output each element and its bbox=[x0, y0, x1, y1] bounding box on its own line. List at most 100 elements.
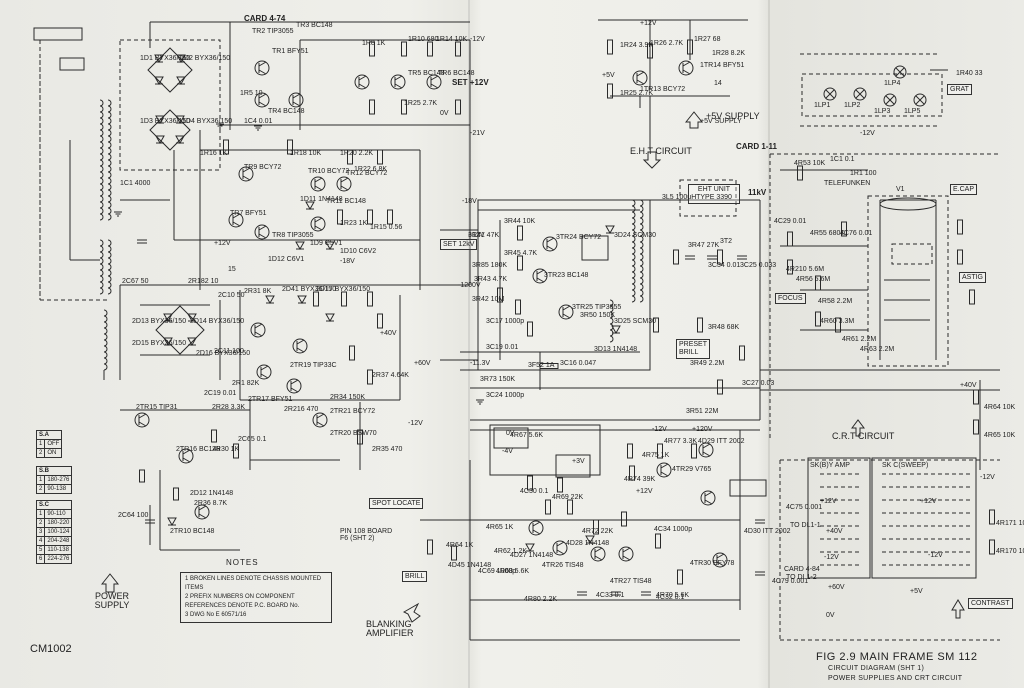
transistor-symbol bbox=[286, 378, 302, 394]
inductor-symbol bbox=[99, 111, 104, 119]
transistor-symbol bbox=[238, 166, 254, 182]
table-cell: 1 bbox=[35, 439, 46, 449]
transistor-symbol bbox=[354, 74, 370, 90]
component-label: TR12 BCY72 bbox=[346, 170, 388, 177]
diode-symbol bbox=[297, 295, 307, 305]
transistor-symbol bbox=[336, 176, 352, 192]
component-label: 3R47 27K bbox=[688, 242, 720, 249]
component-label: 2R31 8K bbox=[244, 288, 272, 295]
resistor-symbol bbox=[367, 209, 373, 225]
component-label: 1D10 C6V2 bbox=[340, 248, 377, 255]
component-label: 2TR15 TIP31 bbox=[136, 404, 178, 411]
page-fold bbox=[768, 0, 770, 688]
resistor-symbol bbox=[337, 209, 343, 225]
resistor-symbol bbox=[957, 249, 963, 265]
component-label: TO DL1-2 bbox=[786, 574, 817, 581]
resistor-symbol bbox=[497, 287, 503, 303]
wire bbox=[258, 233, 267, 239]
inductor-symbol bbox=[107, 111, 112, 119]
component-label: 2TR10 BC148 bbox=[170, 528, 215, 535]
diode-symbol bbox=[611, 325, 621, 335]
component-label: 4R210 5.6M bbox=[786, 266, 825, 273]
resistor-symbol bbox=[969, 289, 975, 305]
component-label: +12V bbox=[920, 498, 937, 505]
component-label: +3V bbox=[572, 458, 585, 465]
component-label: 3D13 1N4148 bbox=[594, 346, 638, 353]
inductor-symbol bbox=[99, 189, 104, 197]
wire bbox=[254, 331, 263, 337]
component-label: 2C11 100 bbox=[214, 348, 244, 355]
inductor-symbol bbox=[107, 189, 112, 197]
diode-symbol bbox=[167, 517, 177, 527]
component-label: 4R80 2.2K bbox=[524, 596, 558, 603]
resistor-symbol bbox=[367, 291, 373, 307]
inductor-symbol bbox=[99, 99, 104, 107]
component-label: +40V bbox=[380, 330, 397, 337]
eht-circuit-label: E.H.T CIRCUIT bbox=[630, 146, 692, 156]
inductor-symbol bbox=[99, 269, 104, 277]
inductor-symbol bbox=[107, 263, 112, 271]
resistor-symbol bbox=[427, 539, 433, 555]
component-label: 1R26 2.7K bbox=[650, 40, 684, 47]
component-label: 1D3 BYX36/150 bbox=[140, 118, 191, 125]
component-label: 2C10 50 bbox=[218, 292, 245, 299]
resistor-symbol bbox=[841, 221, 847, 237]
inductor-symbol bbox=[99, 105, 104, 113]
resistor-symbol bbox=[517, 225, 523, 241]
component-label: 3C16 0.047 bbox=[560, 360, 597, 367]
bridge-rectifier bbox=[155, 305, 205, 355]
component-label: TR8 TIP3055 bbox=[272, 232, 314, 239]
wire bbox=[314, 177, 323, 183]
wire bbox=[532, 529, 541, 535]
inductor-symbol bbox=[107, 117, 112, 125]
component-label: TR6 BC148 bbox=[438, 70, 475, 77]
wire bbox=[316, 413, 325, 419]
inductor-symbol bbox=[107, 153, 112, 161]
component-label: 3C25 0.033 bbox=[740, 262, 777, 269]
component-label: 2TR19 TIP33C bbox=[290, 362, 337, 369]
component-label: 3C19 0.01 bbox=[486, 344, 519, 351]
diode-symbol bbox=[176, 76, 186, 86]
inductor-symbol bbox=[631, 289, 636, 297]
wire bbox=[885, 95, 895, 105]
component-label: 4C69 1000p bbox=[478, 568, 517, 575]
inductor-symbol bbox=[103, 345, 108, 353]
component-label: 3F52 1A bbox=[528, 362, 555, 369]
resistor-symbol bbox=[369, 41, 375, 57]
inductor-symbol bbox=[107, 287, 112, 295]
component-label: 1R22 6.8K bbox=[354, 166, 388, 173]
inductor-symbol bbox=[103, 363, 108, 371]
inductor-symbol bbox=[631, 295, 636, 303]
diode-symbol bbox=[585, 535, 595, 545]
arrow-icon bbox=[100, 573, 120, 593]
wire bbox=[716, 561, 725, 567]
resistor-symbol bbox=[815, 311, 821, 327]
transistor-symbol bbox=[292, 338, 308, 354]
resistor-symbol bbox=[607, 39, 613, 55]
resistor-symbol bbox=[717, 379, 723, 395]
transistor-symbol bbox=[254, 92, 270, 108]
component-label: 3C24 1000p bbox=[486, 392, 525, 399]
table-cell: 1 bbox=[35, 509, 46, 519]
inductor-symbol bbox=[631, 277, 636, 285]
wire bbox=[556, 541, 565, 547]
inductor-symbol bbox=[103, 309, 108, 317]
waveform-box bbox=[493, 427, 529, 449]
wire bbox=[358, 75, 367, 81]
diode-symbol bbox=[305, 201, 315, 211]
wire bbox=[290, 379, 299, 385]
component-label: 3R85 180K bbox=[472, 262, 508, 269]
inductor-symbol bbox=[99, 213, 104, 221]
component-label: +40V bbox=[960, 382, 977, 389]
diode-symbol bbox=[175, 135, 185, 145]
component-label: +5V SUPPLY bbox=[700, 118, 742, 125]
transistor-symbol bbox=[250, 322, 266, 338]
notes-title: NOTES bbox=[226, 558, 259, 567]
wire bbox=[704, 491, 713, 497]
component-label: 1C1 0.1 bbox=[830, 156, 855, 163]
component-label: 4R58 2.2M bbox=[818, 298, 853, 305]
inductor-symbol bbox=[107, 245, 112, 253]
transistor-symbol bbox=[678, 60, 694, 76]
inductor-symbol bbox=[99, 183, 104, 191]
